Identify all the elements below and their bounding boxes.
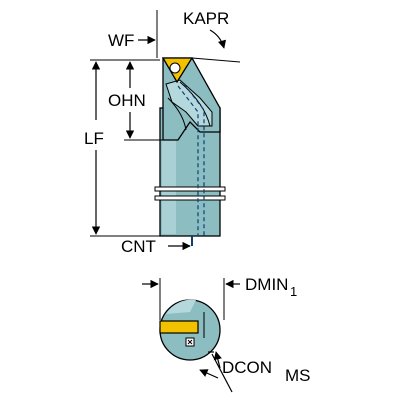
ohn-label: OHN <box>108 91 146 110</box>
clamp-groove-2 <box>154 195 226 201</box>
insert-screw <box>169 62 181 74</box>
dim-wf: WF <box>108 31 156 50</box>
insert-end <box>159 320 199 334</box>
head-contour-2 <box>167 97 187 131</box>
shank-circle-highlight <box>166 299 196 314</box>
side-view <box>154 57 226 246</box>
dim-kapr: KAPR <box>156 9 241 63</box>
dmin-label: DMIN <box>245 275 288 294</box>
end-view <box>159 299 221 361</box>
dim-ohn: OHN <box>108 61 163 141</box>
dim-cnt: CNT <box>121 237 191 256</box>
head-highlight <box>165 79 213 127</box>
dmin-subscript: 1 <box>290 284 297 299</box>
kapr-label: KAPR <box>183 9 229 28</box>
clamp-groove <box>154 186 226 192</box>
dcon-label: DCON <box>222 358 272 377</box>
dim-lf: LF <box>84 59 160 237</box>
dcon-subscript: MS <box>285 366 311 385</box>
wf-label: WF <box>108 31 134 50</box>
coolant-channel-2 <box>183 83 205 236</box>
coolant-channel <box>177 85 199 236</box>
dim-dcon: DCON MS <box>199 351 311 393</box>
cnt-label: CNT <box>121 237 156 256</box>
shank-highlight <box>162 120 176 234</box>
dim-dmin: DMIN 1 <box>142 275 297 320</box>
lf-label: LF <box>84 129 104 148</box>
